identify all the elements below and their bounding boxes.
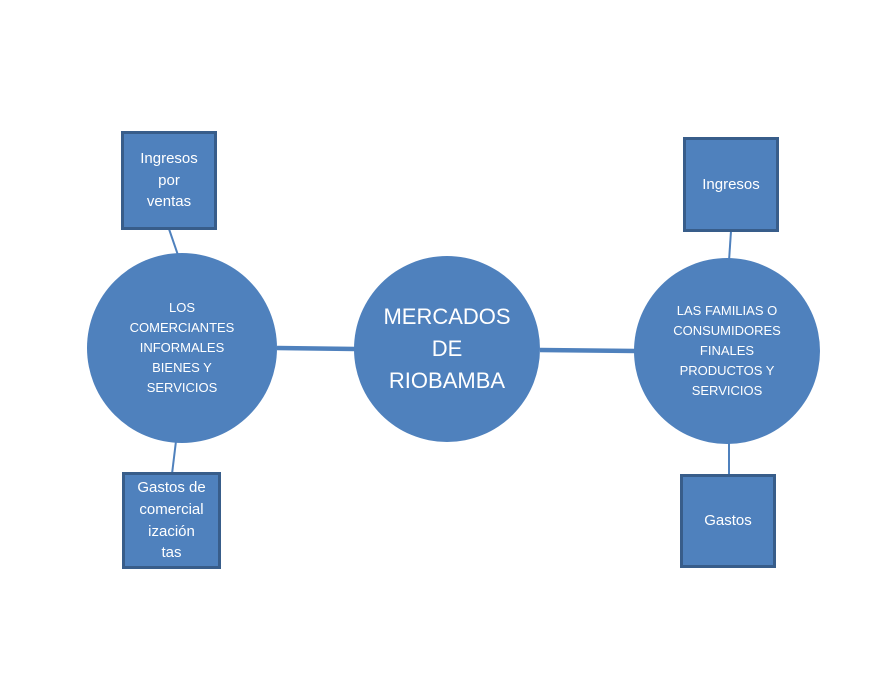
- node-ingresos-por-ventas[interactable]: Ingresos por ventas: [121, 131, 217, 230]
- node-familias-consumidores-label: LAS FAMILIAS O CONSUMIDORES FINALES PROD…: [673, 302, 781, 399]
- node-mercados-de-riobamba[interactable]: MERCADOS DE RIOBAMBA: [354, 256, 540, 442]
- node-familias-consumidores[interactable]: LAS FAMILIAS O CONSUMIDORES FINALES PROD…: [634, 258, 820, 444]
- node-gastos[interactable]: Gastos: [680, 474, 776, 568]
- node-gastos-label: Gastos: [704, 512, 752, 530]
- node-ingresos[interactable]: Ingresos: [683, 137, 779, 232]
- connector-ingresos-to-familias: [728, 230, 732, 262]
- connector-comerciantes-to-gastos-comercializacion: [171, 440, 177, 475]
- node-ingresos-label: Ingresos: [702, 175, 760, 193]
- node-ingresos-por-ventas-label: Ingresos por ventas: [140, 149, 198, 211]
- node-comerciantes-informales[interactable]: LOS COMERCIANTES INFORMALES BIENES Y SER…: [87, 253, 277, 443]
- connector-comerciantes-to-mercados: [276, 345, 357, 352]
- node-mercados-de-riobamba-label: MERCADOS DE RIOBAMBA: [383, 304, 511, 393]
- node-comerciantes-informales-label: LOS COMERCIANTES INFORMALES BIENES Y SER…: [129, 299, 235, 396]
- node-gastos-comercializacion-label: Gastos de comercial ización tas: [137, 479, 206, 562]
- connector-mercados-to-familias: [539, 347, 637, 354]
- node-gastos-comercializacion[interactable]: Gastos de comercial ización tas: [122, 472, 221, 569]
